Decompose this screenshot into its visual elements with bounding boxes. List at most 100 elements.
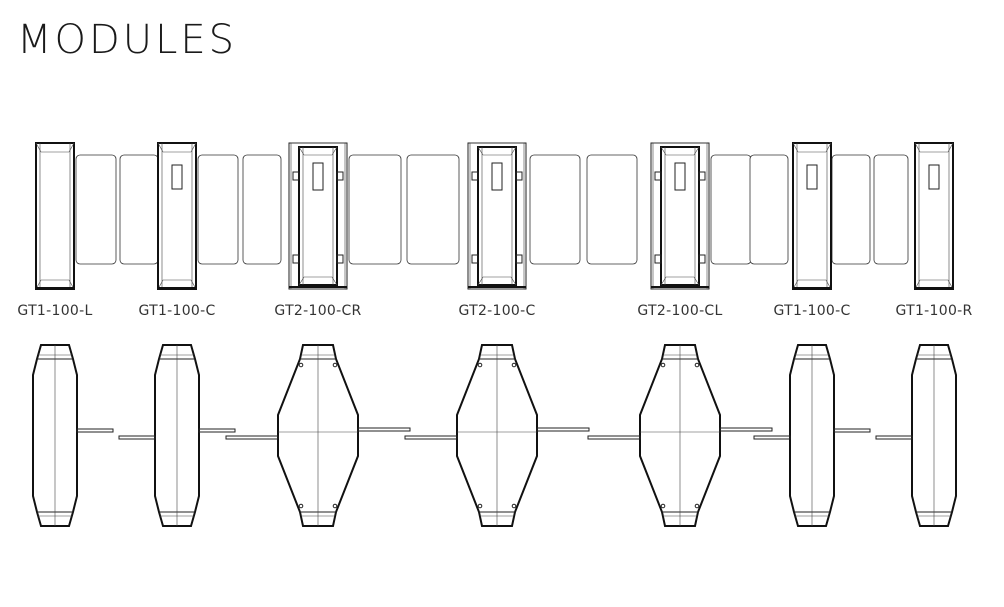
module-gt2-100-cl [587,142,773,527]
barrier-arm-right [76,428,114,433]
top-bevel [35,142,75,153]
glass-panel [197,154,239,265]
bracket [336,254,344,264]
bottom-bevel [660,276,700,286]
barrier-arm-right [198,428,236,433]
mount-point [511,362,517,368]
bracket [698,171,706,181]
module-gt2-100-cr [225,142,411,527]
bracket [654,171,662,181]
glass-panel [242,154,282,265]
mount-point [694,503,700,509]
display-window [312,162,324,191]
glass-panel [873,154,909,265]
top-view [587,344,773,527]
glass-panel [119,154,159,265]
bracket [336,171,344,181]
top-bevel [157,142,197,153]
module-label-gt1-100-r: GT1-100-R [895,303,973,319]
bracket [515,171,523,181]
bottom-bevel [298,276,338,286]
display-window [928,164,940,190]
cabinet-body [298,146,338,286]
module-gt2-100-c [404,142,590,527]
glass-panel [529,154,581,265]
barrier-arm-left [404,435,458,440]
barrier-arm-right [719,427,773,432]
module-label-gt2-100-c: GT2-100-C [458,303,536,319]
cabinet-frame [288,142,348,290]
top-bevel [477,146,517,156]
barrier-arm-left [875,435,913,440]
bracket [654,254,662,264]
glass-panel [749,154,789,265]
barrier-arm-left [225,435,279,440]
top-view [225,344,411,527]
bottom-bevel [792,279,832,290]
bottom-bevel [914,279,954,290]
bracket [471,171,479,181]
module-label-gt1-100-l: GT1-100-L [17,303,93,319]
module-gt1-100-l [32,142,114,527]
top-view [404,344,590,527]
cabinet-body [35,142,75,290]
module-label-gt2-100-cl: GT2-100-CL [637,303,723,319]
front-view [288,142,348,290]
glass-panel [75,154,117,265]
barrier-arm-right [357,427,411,432]
front-view [157,142,197,290]
top-view [753,344,871,527]
display-window [491,162,503,191]
module-label-gt1-100-c-2: GT1-100-C [773,303,851,319]
top-bevel [660,146,700,156]
mount-point [511,503,517,509]
module-gt1-100-r [875,142,957,527]
cabinet-body [660,146,700,286]
bracket [292,254,300,264]
top-bevel [914,142,954,153]
barrier-arm-left [587,435,641,440]
bottom-bevel [157,279,197,290]
barrier-arm-left [118,435,156,440]
mount-point [332,503,338,509]
mount-point [298,503,304,509]
bracket [698,254,706,264]
barrier-arm-right [536,427,590,432]
glass-panel [586,154,638,265]
cabinet-body [477,146,517,286]
barrier-arm-left [753,435,791,440]
glass-panel [831,154,871,265]
display-window [171,164,183,190]
bottom-bevel [477,276,517,286]
barrier-arm-right [833,428,871,433]
cabinet-inner [290,142,346,290]
module-gt1-100-c [753,142,871,527]
display-window [674,162,686,191]
glass-panel [348,154,402,265]
bottom-bevel [35,279,75,290]
top-bevel [298,146,338,156]
module-gt1-100-c [118,142,236,527]
top-view [118,344,236,527]
glass-panel [406,154,460,265]
mount-point [477,503,483,509]
mount-point [477,362,483,368]
bracket [515,254,523,264]
bracket [471,254,479,264]
mount-point [298,362,304,368]
top-bevel [792,142,832,153]
mount-point [694,362,700,368]
front-view [467,142,527,290]
module-label-gt2-100-cr: GT2-100-CR [274,303,362,319]
cabinet-inner [652,142,708,290]
front-view [792,142,832,290]
cabinet-frame [467,142,527,290]
mount-point [660,503,666,509]
front-view [35,142,75,290]
glass-panel [710,154,752,265]
cabinet-inner [469,142,525,290]
mount-point [332,362,338,368]
mount-point [660,362,666,368]
cabinet-frame [650,142,710,290]
